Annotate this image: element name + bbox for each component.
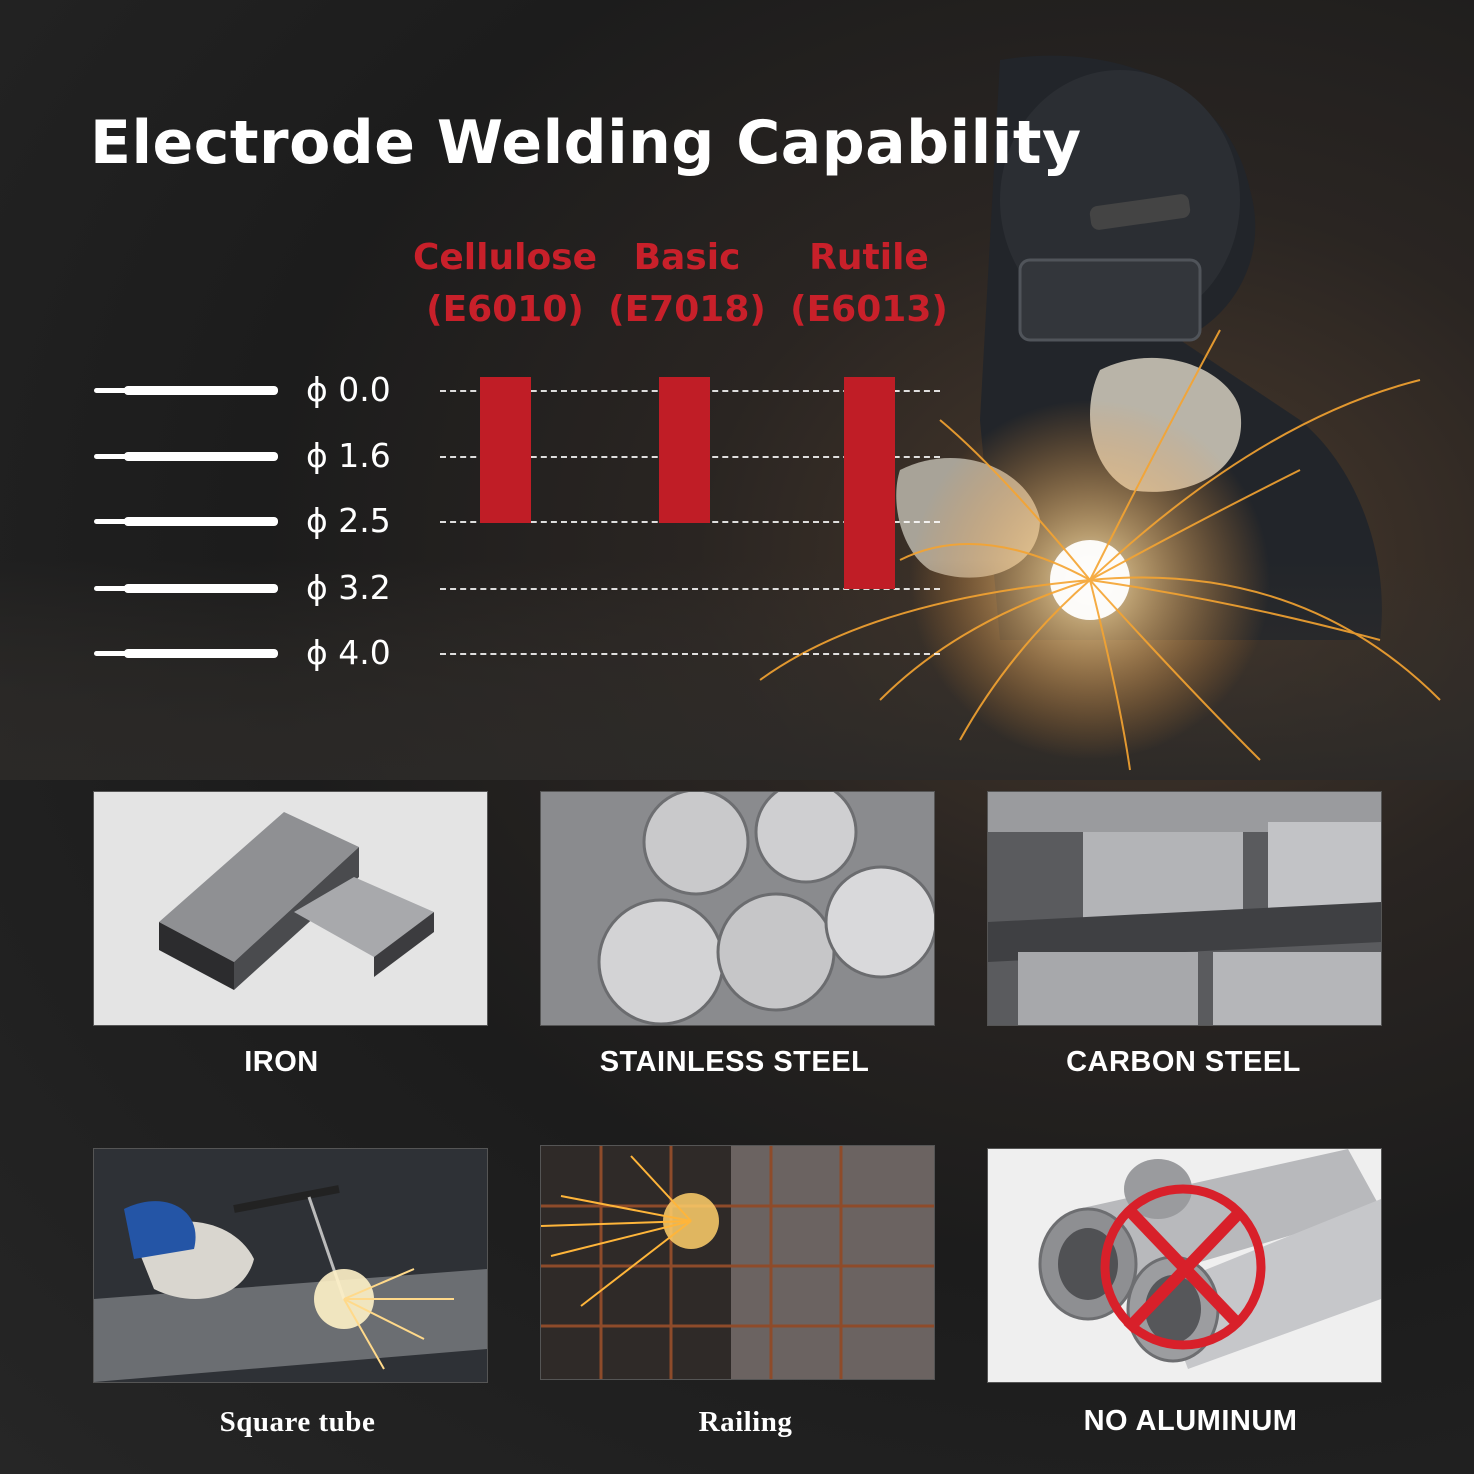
diameter-row-4: ϕ 4.0 (94, 633, 394, 672)
range-bar-basic (659, 377, 710, 523)
column-code: (E6013) (790, 289, 948, 330)
diameter-label: ϕ 1.6 (306, 436, 391, 475)
column-name: Cellulose (412, 237, 598, 278)
column-header-basic: Basic (E7018) (592, 232, 782, 336)
diameter-label: ϕ 4.0 (306, 633, 391, 672)
column-name: Basic (633, 237, 741, 278)
column-code: (E7018) (608, 289, 766, 330)
carbon-steel-bars-image (987, 791, 1382, 1026)
welding-tube-image (93, 1148, 488, 1383)
material-label-carbon-steel: CARBON STEEL (1066, 1046, 1301, 1078)
diameter-label: ϕ 0.0 (306, 370, 391, 409)
electrode-rod-icon (94, 517, 278, 526)
material-label-stainless-steel: STAINLESS STEEL (599, 1046, 870, 1078)
range-bar-cellulose (480, 377, 531, 523)
electrode-rod-icon (94, 452, 278, 461)
column-header-rutile: Rutile (E6013) (774, 232, 964, 336)
application-label-railing: Railing (698, 1406, 793, 1438)
diameter-row-3: ϕ 3.2 (94, 568, 394, 607)
diameter-label: ϕ 3.2 (306, 568, 391, 607)
material-label-iron: IRON (244, 1046, 319, 1078)
electrode-rod-icon (94, 649, 278, 658)
aluminum-pipes-crossed-image (987, 1148, 1382, 1383)
electrode-rod-icon (94, 584, 278, 593)
column-code: (E6010) (426, 289, 584, 330)
guide-line (440, 653, 940, 655)
railing-sparks-image (540, 1145, 935, 1380)
diameter-label: ϕ 2.5 (306, 501, 391, 540)
range-bar-rutile (844, 377, 895, 589)
electrode-rod-icon (94, 386, 278, 395)
steel-rods-image (540, 791, 935, 1026)
application-label-no-aluminum: NO ALUMINUM (1083, 1405, 1298, 1437)
guide-line (440, 588, 940, 590)
diameter-row-2: ϕ 2.5 (94, 501, 394, 540)
welder-background-image (0, 55, 1474, 780)
application-label-square-tube: Square tube (219, 1406, 376, 1438)
diameter-row-0: ϕ 0.0 (94, 370, 394, 409)
column-header-cellulose: Cellulose (E6010) (410, 232, 600, 336)
page-title: Electrode Welding Capability (90, 108, 1082, 178)
iron-ingot-image (93, 791, 488, 1026)
column-name: Rutile (809, 237, 929, 278)
diameter-row-1: ϕ 1.6 (94, 436, 394, 475)
